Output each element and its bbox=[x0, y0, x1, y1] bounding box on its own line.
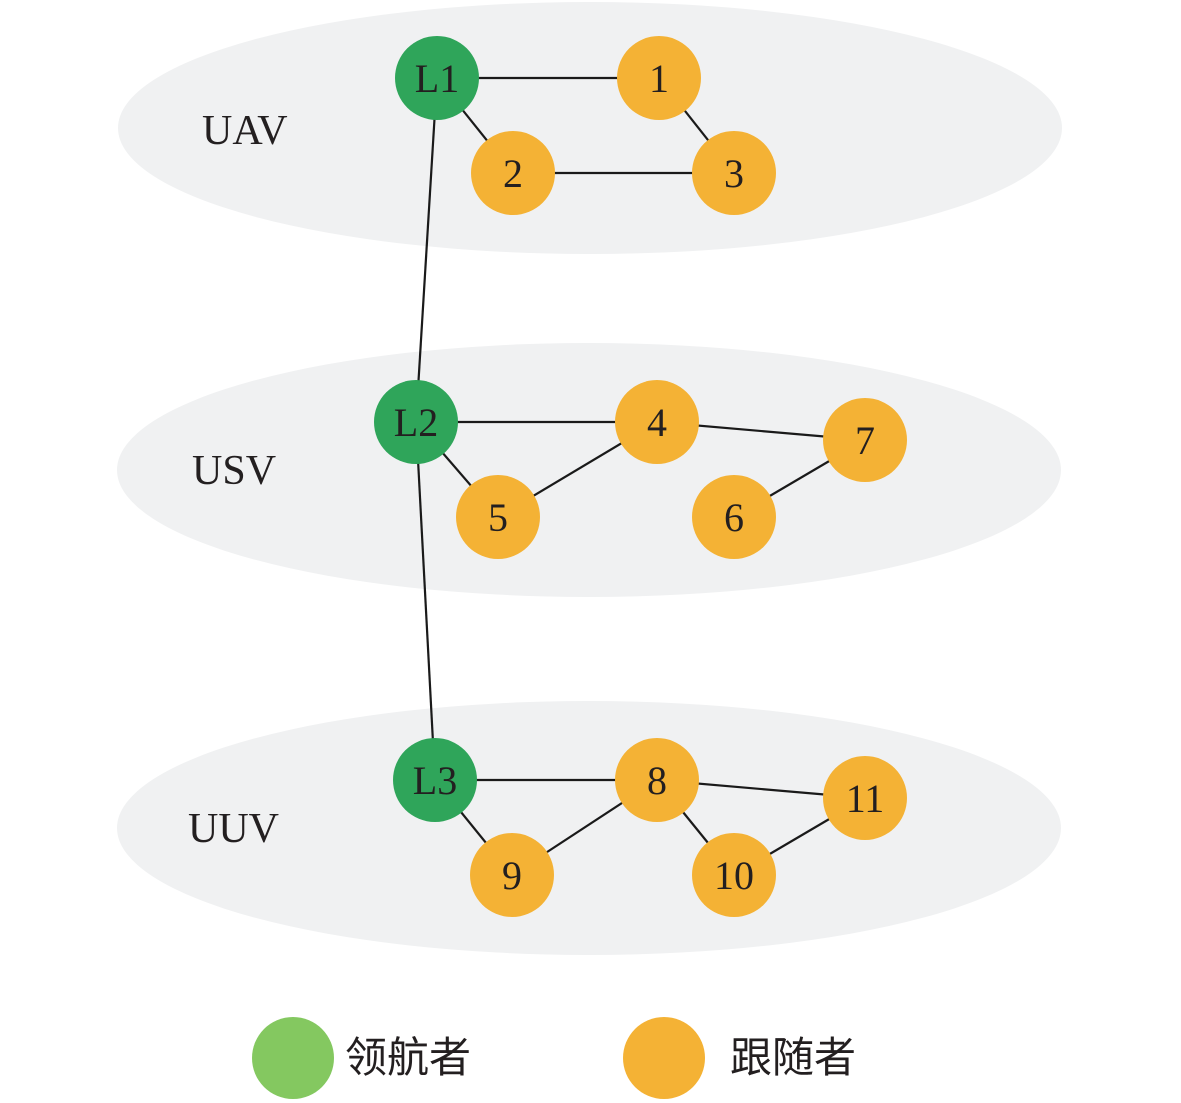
node-label: 5 bbox=[488, 495, 508, 540]
follower-node-4: 4 bbox=[615, 380, 699, 464]
node-label: 7 bbox=[855, 418, 875, 463]
node-label: L3 bbox=[413, 758, 457, 803]
node-circle bbox=[823, 398, 907, 482]
legend-leader-label: 领航者 bbox=[345, 1033, 471, 1082]
node-circle bbox=[470, 833, 554, 917]
node-circle bbox=[374, 380, 458, 464]
follower-node-1: 1 bbox=[617, 36, 701, 120]
usv-layer-region bbox=[117, 343, 1061, 597]
follower-node-9: 9 bbox=[470, 833, 554, 917]
follower-node-5: 5 bbox=[456, 475, 540, 559]
uuv-layer-label: UUV bbox=[188, 806, 279, 852]
leader-node-L3: L3 bbox=[393, 738, 477, 822]
usv-layer-label: USV bbox=[192, 448, 276, 494]
node-circle bbox=[456, 475, 540, 559]
node-label: L2 bbox=[394, 400, 438, 445]
follower-node-8: 8 bbox=[615, 738, 699, 822]
node-circle bbox=[692, 833, 776, 917]
follower-node-10: 10 bbox=[692, 833, 776, 917]
node-label: L1 bbox=[415, 56, 459, 101]
node-label: 6 bbox=[724, 495, 744, 540]
legend-follower-label: 跟随者 bbox=[730, 1033, 856, 1082]
leader-node-L1: L1 bbox=[395, 36, 479, 120]
node-label: 3 bbox=[724, 151, 744, 196]
node-circle bbox=[471, 131, 555, 215]
follower-node-3: 3 bbox=[692, 131, 776, 215]
follower-node-7: 7 bbox=[823, 398, 907, 482]
follower-node-2: 2 bbox=[471, 131, 555, 215]
node-circle bbox=[617, 36, 701, 120]
node-label: 9 bbox=[502, 853, 522, 898]
node-label: 1 bbox=[649, 56, 669, 101]
leader-node-L2: L2 bbox=[374, 380, 458, 464]
legend-leader-swatch bbox=[252, 1017, 334, 1099]
follower-node-6: 6 bbox=[692, 475, 776, 559]
node-circle bbox=[615, 738, 699, 822]
node-circle bbox=[823, 756, 907, 840]
node-circle bbox=[395, 36, 479, 120]
node-circle bbox=[615, 380, 699, 464]
node-circle bbox=[692, 131, 776, 215]
node-label: 2 bbox=[503, 151, 523, 196]
legend-follower-swatch bbox=[623, 1017, 705, 1099]
node-label: 4 bbox=[647, 400, 667, 445]
follower-node-11: 11 bbox=[823, 756, 907, 840]
uav-layer-label: UAV bbox=[202, 108, 288, 154]
node-circle bbox=[692, 475, 776, 559]
legend: 领航者 跟随者 bbox=[252, 1017, 856, 1099]
edge-L1-L2 bbox=[414, 77, 439, 423]
node-label: 8 bbox=[647, 758, 667, 803]
uuv-layer-region bbox=[117, 701, 1061, 955]
node-circle bbox=[393, 738, 477, 822]
edge-L2-L3 bbox=[414, 421, 437, 781]
node-label: 11 bbox=[846, 776, 885, 821]
uav-layer-region bbox=[118, 2, 1062, 254]
nodes-group: L1 1 2 3L2 4 5 6 7L3 8 9 10 11 bbox=[374, 36, 907, 917]
node-label: 10 bbox=[714, 853, 754, 898]
